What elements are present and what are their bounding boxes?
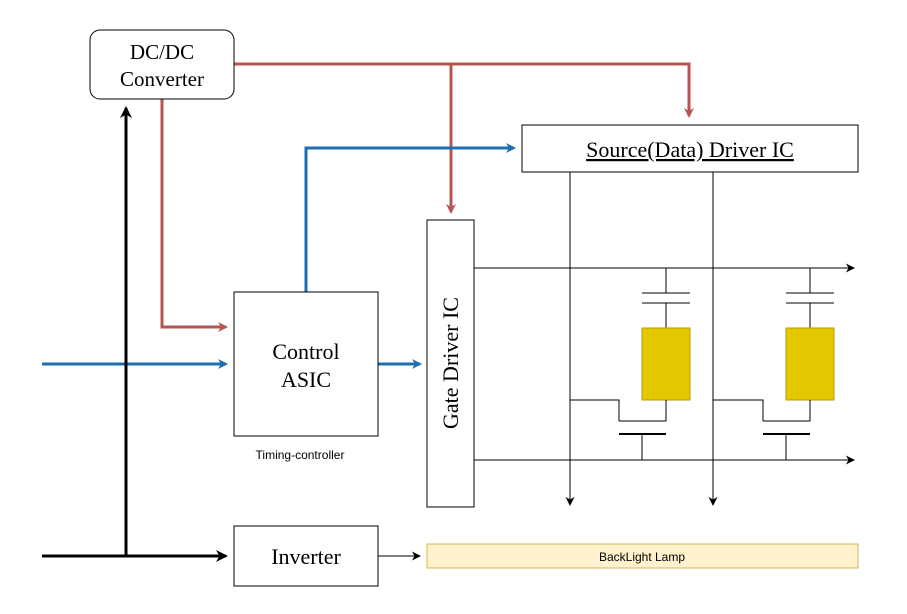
gate-driver-label: Gate Driver IC [438, 297, 463, 429]
control-asic-label-line2: ASIC [281, 367, 331, 392]
control-asic-block: Control ASIC [233, 291, 379, 437]
main-lines [42, 106, 228, 562]
dcdc-converter-block: DC/DC Converter [89, 29, 235, 100]
liquid-crystal-cell-2 [785, 327, 835, 401]
tft-2-drain [763, 400, 811, 422]
gate-driver-ic-block: Gate Driver IC [426, 219, 475, 508]
inverter-block: Inverter [233, 525, 379, 587]
inverter-label: Inverter [271, 544, 341, 569]
tft-2-source [713, 399, 764, 421]
timing-controller-label: Timing-controller [256, 448, 345, 462]
power-line-to-control-asic [160, 99, 228, 332]
power-lines [160, 62, 694, 332]
panel-grid [474, 172, 855, 506]
source-driver-label: Source(Data) Driver IC [586, 137, 794, 162]
tft-1-drain [619, 400, 667, 422]
signal-line-asic-to-source-driver [304, 143, 516, 292]
dcdc-label-line1: DC/DC [130, 40, 194, 64]
tft-1-source [570, 399, 620, 421]
liquid-crystal-cell-1 [641, 327, 691, 401]
backlight-lamp-block: BackLight Lamp [426, 543, 859, 569]
control-asic-label-line1: Control [272, 339, 339, 364]
pixel-cell-1 [570, 268, 691, 460]
dcdc-label-line2: Converter [120, 67, 204, 91]
source-driver-ic-block: Source(Data) Driver IC [521, 124, 859, 173]
signal-lines [42, 143, 516, 369]
power-line-to-source-driver [234, 62, 694, 118]
backlight-lamp-label: BackLight Lamp [599, 550, 685, 564]
pixel-cell-2 [713, 268, 835, 460]
